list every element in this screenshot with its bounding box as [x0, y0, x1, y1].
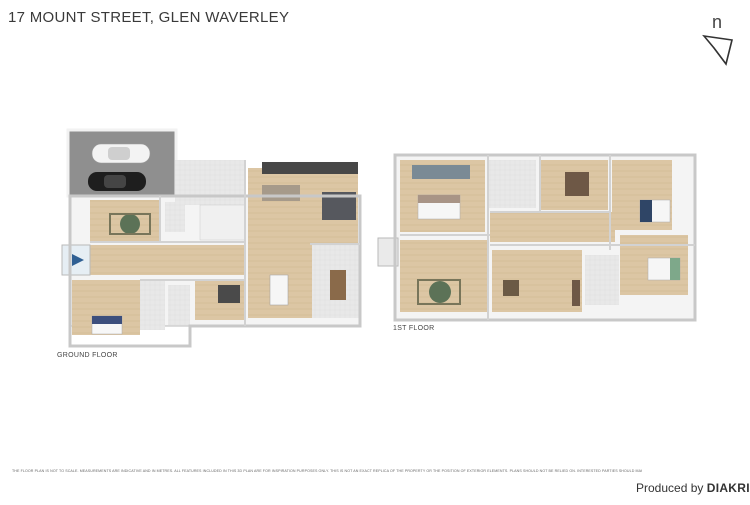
north-letter: n — [712, 12, 723, 32]
floor-label-first: 1ST FLOOR — [393, 325, 435, 332]
page-title: 17 MOUNT STREET, GLEN WAVERLEY — [8, 9, 290, 26]
floor-label-ground: GROUND FLOOR — [57, 352, 118, 359]
laundry — [175, 160, 245, 205]
dining-table — [269, 274, 289, 306]
bed-2 — [565, 172, 589, 196]
sideboard — [572, 280, 580, 306]
disclaimer: THE FLOOR PLAN IS NOT TO SCALE. MEASUREM… — [12, 469, 642, 473]
ensuite — [168, 285, 190, 325]
walk-in-robe — [140, 280, 165, 330]
bathroom — [585, 255, 619, 305]
north-arrow-icon — [702, 34, 733, 66]
produced-by: Produced by DIAKRIT — [636, 481, 750, 495]
round-table — [120, 214, 140, 234]
retreat-table — [429, 281, 451, 303]
hallway — [90, 245, 245, 275]
floor-plan-diagram — [61, 128, 697, 348]
kitchen-bench — [262, 162, 358, 174]
entry-arrow-icon — [72, 254, 84, 266]
brand-logo: DIAKRIT — [706, 481, 750, 495]
car-black — [88, 172, 146, 191]
desk — [218, 285, 240, 303]
produced-by-label: Produced by — [636, 481, 704, 495]
garage — [66, 128, 178, 198]
first-floor-plan — [377, 153, 697, 322]
car-white — [91, 143, 151, 164]
island — [262, 185, 300, 201]
master-ensuite — [488, 160, 536, 208]
ground-floor-plan — [61, 128, 362, 348]
dining-table-2 — [330, 270, 346, 300]
first-floor-hall — [490, 212, 615, 242]
rumpus-sofa — [503, 280, 519, 296]
robes — [412, 165, 470, 179]
